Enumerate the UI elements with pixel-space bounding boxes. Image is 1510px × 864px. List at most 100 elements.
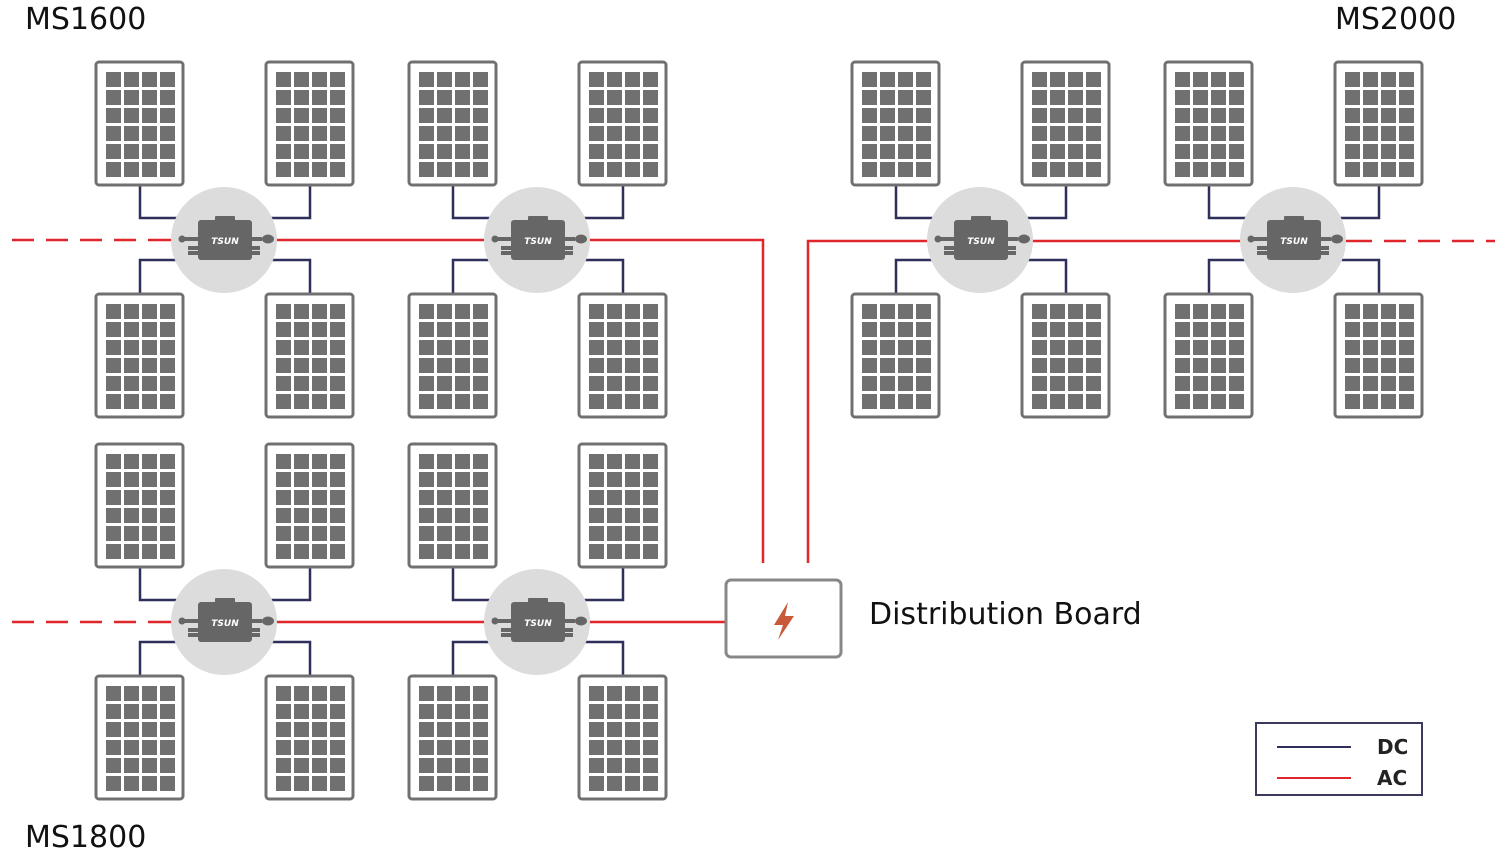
panel-cell	[312, 776, 327, 791]
panel-cell	[330, 340, 345, 355]
panel-cell	[607, 686, 622, 701]
panel-cell	[1050, 126, 1065, 141]
panel-cell	[142, 108, 157, 123]
panel-cell	[1229, 340, 1244, 355]
panel-cell	[1032, 144, 1047, 159]
panel-cell	[142, 472, 157, 487]
panel-cell	[1086, 340, 1101, 355]
panel-cell	[124, 776, 139, 791]
panel-cell	[124, 340, 139, 355]
panel-cell	[312, 526, 327, 541]
panel-cell	[330, 776, 345, 791]
panel-cell	[589, 340, 604, 355]
panel-cell	[589, 544, 604, 559]
panel-cell	[1363, 322, 1378, 337]
panel-cell	[160, 90, 175, 105]
panel-cell	[142, 394, 157, 409]
panel-cell	[1068, 90, 1083, 105]
panel-cell	[607, 490, 622, 505]
inverter-connector	[262, 234, 274, 244]
dc-connector	[188, 633, 198, 637]
panel-cell	[160, 376, 175, 391]
inverter-cable	[250, 237, 262, 241]
panel-cell	[862, 376, 877, 391]
dc-connector	[250, 246, 260, 250]
panel-cell	[643, 508, 658, 523]
solar-panel	[94, 674, 185, 801]
panel-cell	[1193, 376, 1208, 391]
panel-cell	[473, 704, 488, 719]
panel-cell	[607, 108, 622, 123]
panel-cell	[607, 90, 622, 105]
panel-cell	[124, 758, 139, 773]
panel-cell	[625, 304, 640, 319]
panel-cell	[643, 722, 658, 737]
panel-cell	[589, 304, 604, 319]
panel-cell	[124, 376, 139, 391]
panel-cell	[330, 758, 345, 773]
panel-cell	[124, 394, 139, 409]
panel-cell	[880, 72, 895, 87]
solar-panel	[1020, 60, 1111, 187]
dc-wire	[264, 567, 312, 602]
panel-cell	[880, 162, 895, 177]
panel-cell	[142, 776, 157, 791]
panel-cell	[1363, 108, 1378, 123]
panel-cell	[160, 126, 175, 141]
panel-cell	[106, 544, 121, 559]
panel-cell	[330, 108, 345, 123]
panel-cell	[898, 358, 913, 373]
panel-cell	[124, 686, 139, 701]
panel-cell	[643, 526, 658, 541]
panel-cell	[330, 304, 345, 319]
panel-cell	[1229, 358, 1244, 373]
dc-connector	[1257, 246, 1267, 250]
panel-cell	[160, 544, 175, 559]
panel-cell	[294, 144, 309, 159]
panel-cell	[473, 472, 488, 487]
dc-wire	[577, 185, 625, 220]
panel-cell	[124, 508, 139, 523]
panel-cell	[1032, 72, 1047, 87]
panel-cell	[916, 144, 931, 159]
panel-cell	[276, 144, 291, 159]
panel-cell	[294, 776, 309, 791]
label-ms1600: MS1600	[25, 2, 147, 37]
panel-cell	[1050, 108, 1065, 123]
panel-cell	[643, 304, 658, 319]
panel-cell	[437, 162, 452, 177]
panel-cell	[124, 740, 139, 755]
panel-cell	[142, 126, 157, 141]
panel-cell	[1032, 108, 1047, 123]
panel-cell	[312, 394, 327, 409]
panel-cell	[455, 776, 470, 791]
panel-cell	[607, 376, 622, 391]
panel-cell	[643, 454, 658, 469]
panel-cell	[1032, 304, 1047, 319]
panel-cell	[106, 144, 121, 159]
panel-cell	[124, 526, 139, 541]
panel-cell	[124, 162, 139, 177]
panel-cell	[1086, 376, 1101, 391]
panel-cell	[898, 376, 913, 391]
panel-cell	[643, 144, 658, 159]
panel-cell	[437, 472, 452, 487]
panel-cell	[142, 454, 157, 469]
panel-cell	[330, 376, 345, 391]
panel-cell	[437, 526, 452, 541]
panel-cell	[294, 472, 309, 487]
panel-cell	[643, 322, 658, 337]
panel-cell	[124, 144, 139, 159]
panel-cell	[1399, 322, 1414, 337]
panel-cell	[160, 740, 175, 755]
panel-cell	[1050, 90, 1065, 105]
panel-cell	[455, 90, 470, 105]
panel-cell	[643, 340, 658, 355]
panel-cell	[898, 394, 913, 409]
inverter-cable	[1251, 237, 1267, 241]
panel-cell	[455, 322, 470, 337]
solar-panel	[577, 674, 668, 801]
panel-cell	[1050, 72, 1065, 87]
panel-cell	[312, 758, 327, 773]
dc-wire	[1333, 258, 1381, 294]
